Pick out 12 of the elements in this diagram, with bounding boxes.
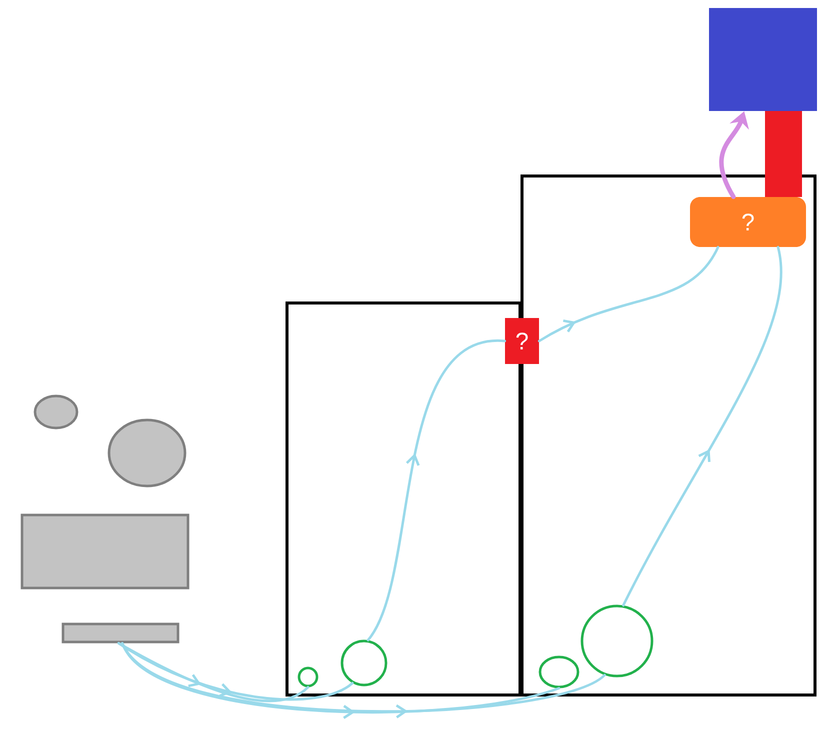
circle-shape (580, 604, 654, 678)
rectangle-shape (20, 514, 190, 590)
ellipse-shape (34, 394, 78, 430)
question-box: ? (505, 318, 539, 364)
circle-shape (340, 640, 388, 686)
circle-shape (298, 666, 318, 688)
circle-shape (538, 656, 580, 688)
bar-shape (765, 110, 802, 197)
square-shape (709, 8, 817, 111)
ellipse-shape (108, 418, 186, 488)
rounded-box: ? (690, 197, 806, 247)
bar-shape (62, 622, 180, 644)
